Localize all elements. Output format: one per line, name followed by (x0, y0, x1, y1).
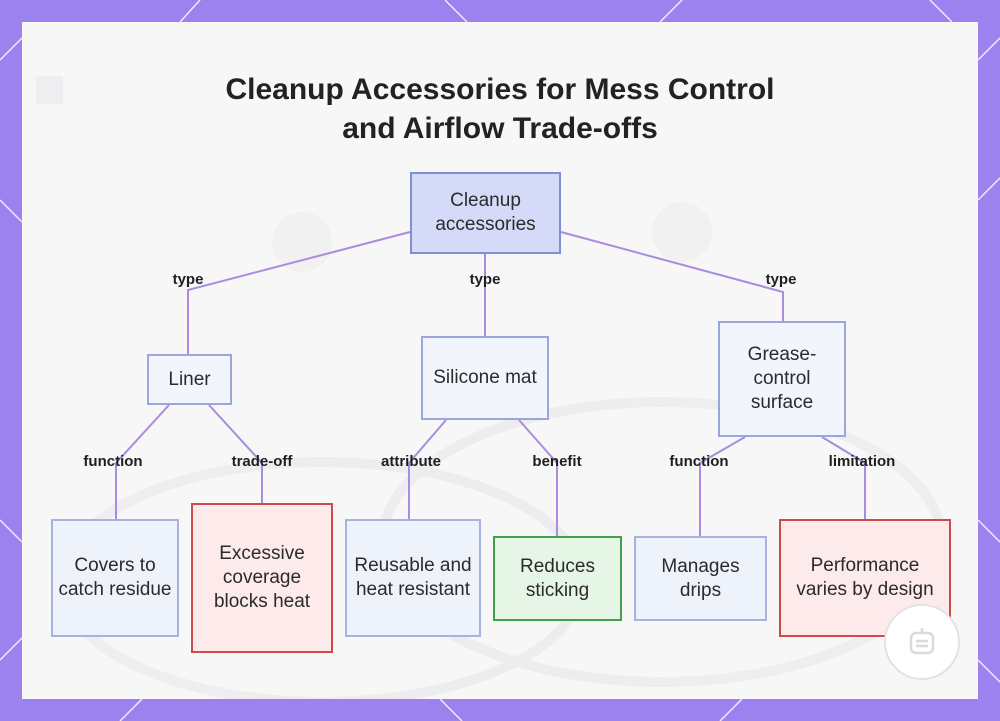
node-covers-residue: Covers to catch residue (51, 519, 179, 637)
connector-lines (115, 228, 866, 536)
title-line-1: Cleanup Accessories for Mess Control (225, 73, 775, 106)
edge-mat-attribute (408, 419, 447, 519)
diagram-title: Cleanup Accessories for Mess Control and… (22, 70, 978, 148)
edge-liner-function (115, 404, 170, 519)
title-line-2: and Airflow Trade-offs (342, 112, 658, 145)
background-watermark: ◼ (32, 63, 67, 110)
node-silicone-mat: Silicone mat (421, 336, 549, 420)
edge-label-root-liner: type (172, 271, 204, 288)
node-manages-drips: Manages drips (634, 536, 767, 621)
node-cleanup-accessories: Cleanup accessories (410, 172, 561, 254)
node-reusable-heat-resistant: Reusable and heat resistant (345, 519, 481, 637)
diagram-card: ◼ Cleanup Accessories for Mess Control a… (22, 22, 978, 699)
edge-label-liner-tradeoff: trade-off (231, 453, 293, 470)
node-grease-control-surface: Grease-control surface (718, 321, 846, 437)
edge-label-mat-attribute: attribute (381, 453, 441, 470)
edge-label-liner-function: function (83, 453, 143, 470)
edge-label-grease-function: function (669, 453, 729, 470)
node-liner: Liner (147, 354, 232, 405)
edge-grease-function (699, 436, 746, 536)
node-reduces-sticking: Reduces sticking (493, 536, 622, 621)
robot-icon (909, 628, 935, 655)
edge-label-mat-benefit: benefit (532, 453, 582, 470)
edge-grease-limitation (821, 436, 866, 519)
edge-label-root-grease: type (765, 271, 797, 288)
node-performance-varies: Performance varies by design (779, 519, 951, 637)
edge-label-grease-limitation: limitation (828, 453, 896, 470)
edge-mat-benefit (518, 419, 558, 536)
edge-liner-tradeoff (208, 404, 263, 503)
corner-logo-badge (884, 604, 960, 680)
edge-root-grease (560, 231, 784, 321)
edge-root-liner (187, 231, 411, 354)
node-excessive-coverage: Excessive coverage blocks heat (191, 503, 333, 653)
edge-label-root-mat: type (469, 271, 501, 288)
